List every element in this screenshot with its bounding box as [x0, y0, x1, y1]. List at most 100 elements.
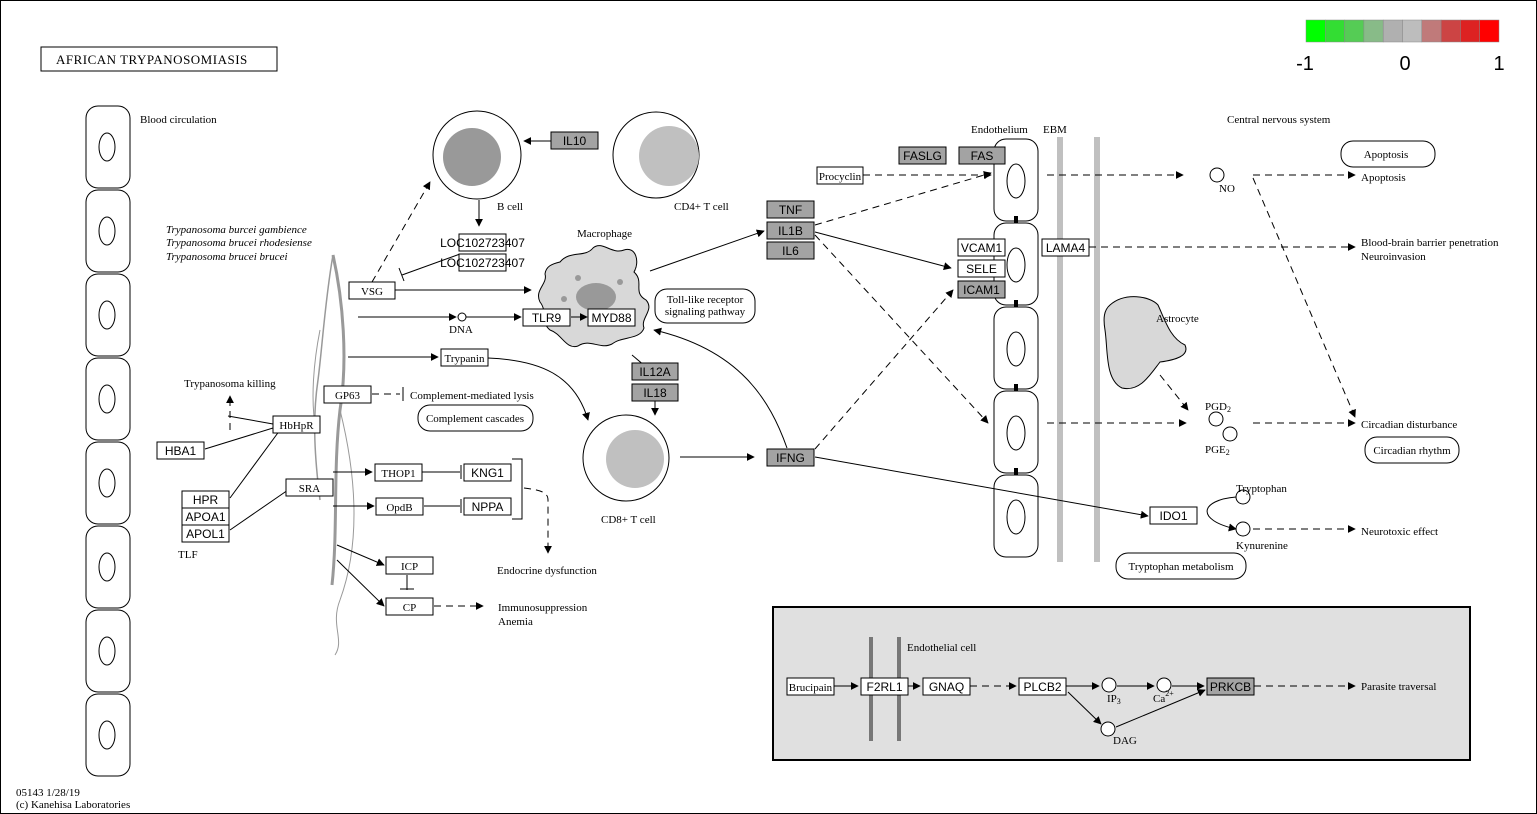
gene-box[interactable] [272, 415, 321, 434]
gene-box[interactable] [957, 238, 1006, 257]
gene-icp[interactable]: ICP [385, 556, 434, 575]
legend-swatch [1325, 19, 1345, 43]
gene-box[interactable] [958, 146, 1006, 165]
gene-box[interactable] [156, 441, 205, 460]
gene-apoa1[interactable]: APOA1 [181, 507, 230, 526]
gene-f2rl1[interactable]: F2RL1 [860, 677, 909, 696]
kynurenine-label: Kynurenine [1236, 540, 1288, 552]
gene-tnf[interactable]: TNF [766, 200, 815, 219]
gene-vcam1[interactable]: VCAM1 [957, 238, 1006, 257]
cd4-label: CD4+ T cell [674, 201, 729, 213]
gene-trypanin[interactable]: Trypanin [440, 348, 489, 367]
gene-label: APOL1 [186, 527, 225, 541]
pathway-tlr[interactable]: Toll-like receptor signaling pathway [654, 288, 756, 324]
gene-il6[interactable]: IL6 [766, 241, 815, 260]
gene-il10[interactable]: IL10 [550, 131, 599, 150]
endothelium-label: Endothelium [971, 124, 1028, 136]
gene-tlr9[interactable]: TLR9 [522, 308, 571, 327]
gene-sra[interactable]: SRA [285, 478, 334, 497]
gene-box[interactable] [766, 200, 815, 219]
gene-box[interactable] [1018, 677, 1067, 696]
gene-box[interactable] [440, 348, 489, 367]
gene-box[interactable] [463, 463, 512, 482]
gene-label: LOC102723407 [440, 236, 525, 250]
gene-box[interactable] [766, 448, 815, 467]
gene-box[interactable] [631, 362, 679, 381]
gene-il1b[interactable]: IL1B [766, 221, 815, 240]
gene-box[interactable] [957, 259, 1006, 278]
gene-nppa[interactable]: NPPA [463, 497, 512, 516]
ca-label: Ca2+ [1153, 689, 1174, 705]
gene-box[interactable] [1206, 677, 1255, 696]
gene-plcb2[interactable]: PLCB2 [1018, 677, 1067, 696]
gene-ido1[interactable]: IDO1 [1149, 506, 1198, 525]
gene-box[interactable] [522, 308, 571, 327]
gene-label: SELE [966, 262, 997, 276]
gene-box[interactable] [860, 677, 909, 696]
pathway-complement[interactable]: Complement cascades [417, 404, 534, 432]
gene-box[interactable] [181, 524, 230, 543]
gene-thop1[interactable]: THOP1 [374, 463, 423, 482]
gene-ifng[interactable]: IFNG [766, 448, 815, 467]
gene-box[interactable] [285, 478, 334, 497]
gene-brucipain[interactable]: Brucipain [786, 677, 835, 696]
gene-box[interactable] [458, 253, 507, 272]
gene-label: FAS [971, 149, 994, 163]
blood-cell-nucleus [98, 720, 116, 750]
gene-faslg[interactable]: FASLG [898, 146, 947, 165]
endothelial-nucleus [1006, 499, 1026, 535]
gene-box[interactable] [766, 241, 815, 260]
gene-hpr[interactable]: HPR [181, 490, 230, 509]
gene-lama4[interactable]: LAMA4 [1041, 238, 1090, 257]
gene-box[interactable] [957, 280, 1006, 299]
gene-box[interactable] [550, 131, 599, 150]
gene-loc1[interactable]: LOC102723407 [440, 233, 525, 252]
gene-box[interactable] [766, 221, 815, 240]
gene-box[interactable] [631, 383, 679, 402]
gene-il12a[interactable]: IL12A [631, 362, 679, 381]
gene-vsg[interactable]: VSG [348, 281, 396, 300]
gene-box[interactable] [922, 677, 971, 696]
pathway-circadian[interactable]: Circadian rhythm [1364, 436, 1460, 464]
gene-sele[interactable]: SELE [957, 259, 1006, 278]
gene-hba1[interactable]: HBA1 [156, 441, 205, 460]
gene-label: LOC102723407 [440, 256, 525, 270]
gene-box[interactable] [385, 556, 434, 575]
legend-swatch [1421, 19, 1442, 43]
gene-hbhpr[interactable]: HbHpR [272, 415, 321, 434]
gene-box[interactable] [898, 146, 947, 165]
gene-fas[interactable]: FAS [958, 146, 1006, 165]
gene-box[interactable] [323, 385, 372, 404]
gene-box[interactable] [348, 281, 396, 300]
gene-procyclin[interactable]: Procyclin [816, 166, 864, 185]
gene-cp[interactable]: CP [385, 597, 434, 616]
gene-box[interactable] [385, 597, 434, 616]
gene-box[interactable] [816, 166, 864, 185]
gene-gp63[interactable]: GP63 [323, 385, 372, 404]
gene-box[interactable] [375, 497, 424, 516]
gene-box[interactable] [1041, 238, 1090, 257]
ebm-label: EBM [1043, 124, 1067, 136]
gene-kng1[interactable]: KNG1 [463, 463, 512, 482]
gene-gnaq[interactable]: GNAQ [922, 677, 971, 696]
pathway-tryptophan[interactable]: Tryptophan metabolism [1115, 552, 1247, 580]
gene-label: GP63 [335, 390, 361, 402]
gene-opdb[interactable]: OpdB [375, 497, 424, 516]
legend-swatch [1440, 19, 1461, 43]
gene-box[interactable] [1149, 506, 1198, 525]
gene-prkcb[interactable]: PRKCB [1206, 677, 1255, 696]
gene-box[interactable] [786, 677, 835, 696]
gene-loc2[interactable]: LOC102723407 [440, 253, 525, 272]
gene-box[interactable] [374, 463, 423, 482]
gene-myd88[interactable]: MYD88 [587, 308, 636, 327]
gene-box[interactable] [587, 308, 636, 327]
legend-min: -1 [1296, 53, 1314, 75]
gene-box[interactable] [458, 233, 507, 252]
gene-apol1[interactable]: APOL1 [181, 524, 230, 543]
pathway-apoptosis[interactable]: Apoptosis [1340, 140, 1436, 168]
gene-box[interactable] [463, 497, 512, 516]
blood-circulation-label: Blood circulation [140, 114, 217, 126]
gene-il18[interactable]: IL18 [631, 383, 679, 402]
gene-icam1[interactable]: ICAM1 [957, 280, 1006, 299]
